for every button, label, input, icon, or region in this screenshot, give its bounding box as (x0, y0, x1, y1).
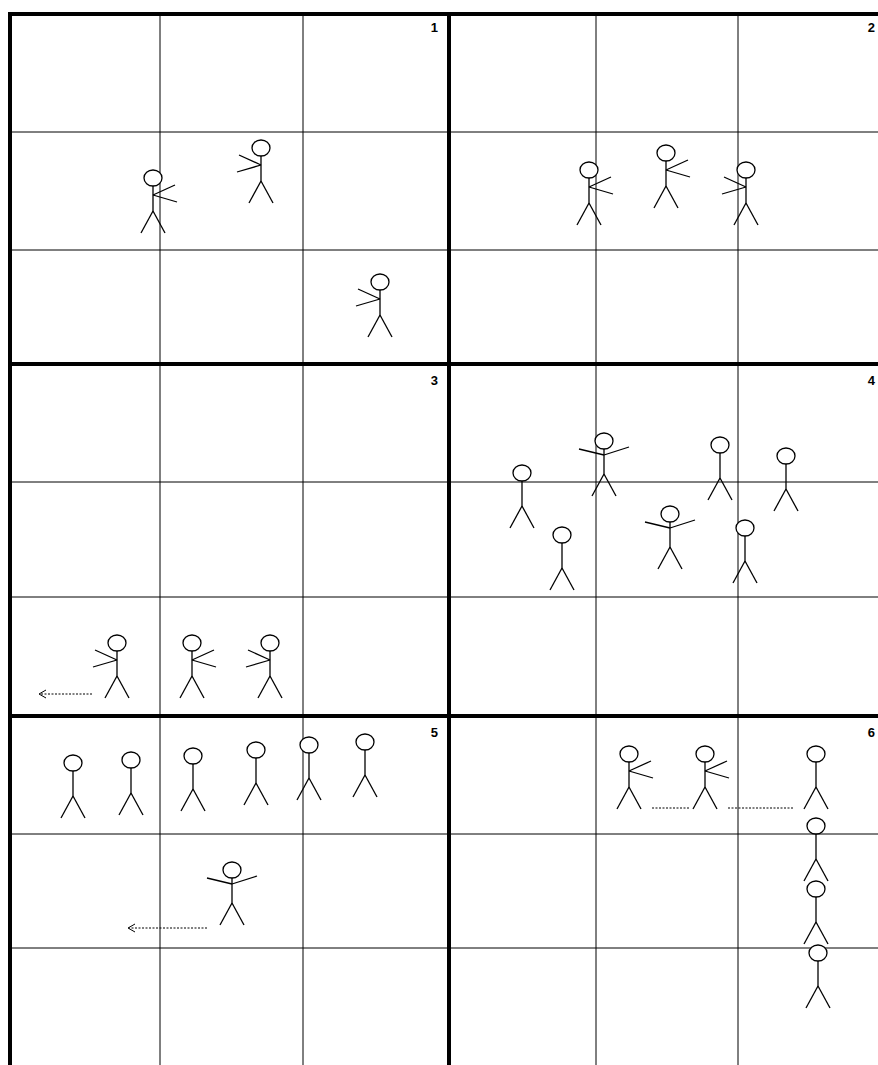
stick-figure (774, 448, 798, 511)
stick-figure (237, 140, 273, 203)
stick-figure (353, 734, 377, 797)
stick-figure (297, 737, 321, 800)
stick-figure (93, 635, 129, 698)
stick-figure (244, 742, 268, 805)
grid-lines (10, 14, 878, 1065)
stick-figure (733, 520, 757, 583)
stick-figure (804, 881, 828, 944)
stick-figure (246, 635, 282, 698)
panel-number: 3 (431, 374, 438, 387)
movement-arrow (128, 924, 207, 932)
stick-figure (654, 145, 690, 208)
stick-figure (181, 748, 205, 811)
movement-arrow (39, 690, 92, 698)
stick-figure (645, 506, 695, 569)
stick-figure (708, 437, 732, 500)
stick-figure (806, 945, 830, 1008)
stick-figure (693, 746, 729, 809)
stick-figure (119, 752, 143, 815)
panel-borders (10, 12, 878, 1065)
stick-figure (804, 818, 828, 881)
stick-figure (579, 433, 629, 496)
panel-number: 6 (868, 726, 875, 739)
panel-number: 1 (431, 21, 438, 34)
path-line (652, 808, 793, 809)
stick-figure (141, 170, 177, 233)
stick-figure (804, 746, 828, 809)
panel-number: 4 (868, 374, 875, 387)
stick-figure (510, 465, 534, 528)
stick-figure (180, 635, 216, 698)
panel-number: 5 (431, 726, 438, 739)
stick-figure (356, 274, 392, 337)
stick-figure (577, 162, 613, 225)
stick-figure (61, 755, 85, 818)
stick-figure (617, 746, 653, 809)
panel-number: 2 (868, 21, 875, 34)
stick-figure (550, 527, 574, 590)
stick-figure (207, 862, 257, 925)
stick-figure (722, 162, 758, 225)
